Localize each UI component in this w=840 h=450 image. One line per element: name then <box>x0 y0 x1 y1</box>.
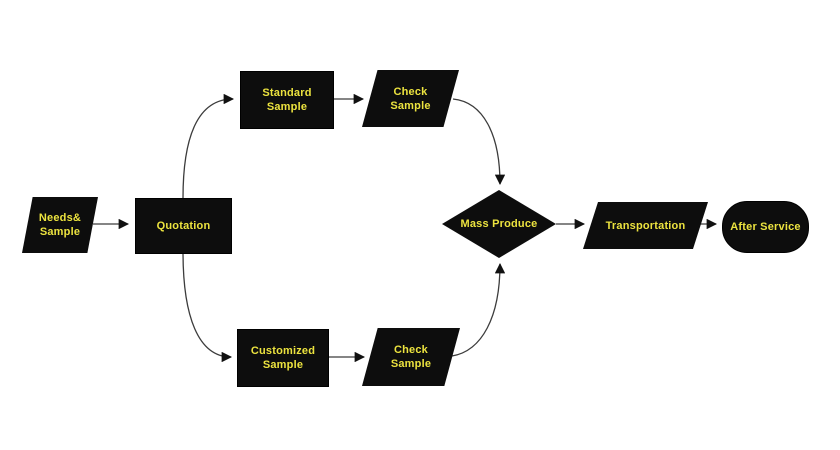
node-customized-sample[interactable]: Customized Sample <box>237 329 329 387</box>
node-check-sample-bottom[interactable]: Check Sample <box>362 328 460 386</box>
node-check-sample-top[interactable]: Check Sample <box>362 70 459 127</box>
node-check-sample-top-label: Check Sample <box>390 85 431 112</box>
connector-quotation-to-standard-sample <box>182 93 235 199</box>
node-after-service-label: After Service <box>730 221 801 233</box>
node-transportation-label: Transportation <box>605 219 686 232</box>
node-needs-sample[interactable]: Needs& Sample <box>22 197 98 253</box>
node-quotation[interactable]: Quotation <box>135 198 232 254</box>
node-needs-sample-label: Needs& Sample <box>38 212 82 238</box>
node-mass-produce-label: Mass Produce <box>460 218 538 230</box>
node-standard-sample[interactable]: Standard Sample <box>240 71 334 129</box>
connector-quotation-to-customized-sample <box>182 251 233 363</box>
node-check-sample-bottom-label: Check Sample <box>390 344 432 370</box>
node-quotation-label: Quotation <box>156 220 211 232</box>
node-standard-sample-label: Standard Sample <box>262 87 312 113</box>
node-customized-sample-label: Customized Sample <box>250 345 316 371</box>
node-after-service[interactable]: After Service <box>722 201 809 253</box>
connector-check-sample-bottom-to-mass-produce <box>451 262 506 357</box>
connector-check-sample-top-to-mass-produce <box>452 98 506 186</box>
node-transportation[interactable]: Transportation <box>583 202 708 249</box>
